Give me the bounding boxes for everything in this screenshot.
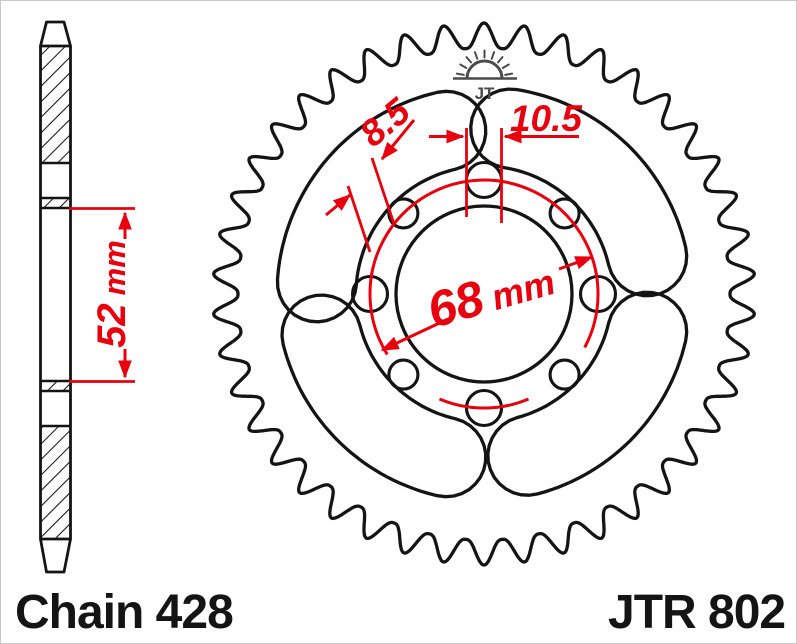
side-top-tooth: [39, 20, 72, 48]
bolt-hole-small-se: [548, 358, 581, 391]
logo-monogram: JT: [475, 84, 495, 103]
pitch-circle-bottom-arc: [438, 397, 530, 410]
dim-arrow-upper-right: [558, 255, 594, 271]
hatch-band-lower: [40, 381, 71, 391]
dim-arrow-lower: [325, 193, 352, 217]
small-hole-label: 8.5: [352, 89, 419, 154]
bolt-hole-small-ne: [548, 197, 581, 230]
dim-arrow-lower-left: [380, 317, 449, 352]
sprocket-teeth-outline: [212, 21, 756, 567]
side-bottom-tooth: [39, 537, 72, 574]
sun-icon: [465, 59, 504, 79]
lightening-slot-bottom-left: [280, 293, 488, 499]
dim-arrow-upper: [380, 119, 416, 161]
hatch-band-upper: [40, 198, 71, 208]
dimension-52mm: 52mm: [69, 207, 135, 383]
side-span-label: 52mm: [90, 240, 134, 348]
model-number-label: JTR 802: [608, 586, 786, 639]
pitch-circle-main-arc: [368, 178, 600, 356]
front-view: [212, 21, 756, 567]
jt-logo: JT: [453, 49, 517, 103]
bolt-hole-small-sw: [387, 358, 420, 391]
lightening-slot-bottom-right: [486, 290, 689, 497]
hatch-block-top: [40, 46, 71, 163]
bolt-hole-small-nw: [387, 197, 420, 230]
ext-line-inner: [346, 185, 372, 253]
sun-rays-icon: [455, 49, 514, 76]
dimension-10-5: 10.5: [429, 98, 583, 223]
side-view: [39, 20, 72, 574]
dimension-68mm: 68mm: [368, 178, 600, 410]
ext-line-outer: [370, 157, 396, 225]
bolt-circle-label: 68mm: [421, 249, 560, 338]
lightening-slot-top-right: [469, 87, 689, 298]
large-hole-label: 10.5: [510, 98, 583, 139]
side-section-lines: [40, 161, 71, 428]
chain-spec-label: Chain 428: [15, 586, 234, 639]
center-bore: [394, 204, 574, 384]
hatch-block-bottom: [40, 426, 71, 539]
